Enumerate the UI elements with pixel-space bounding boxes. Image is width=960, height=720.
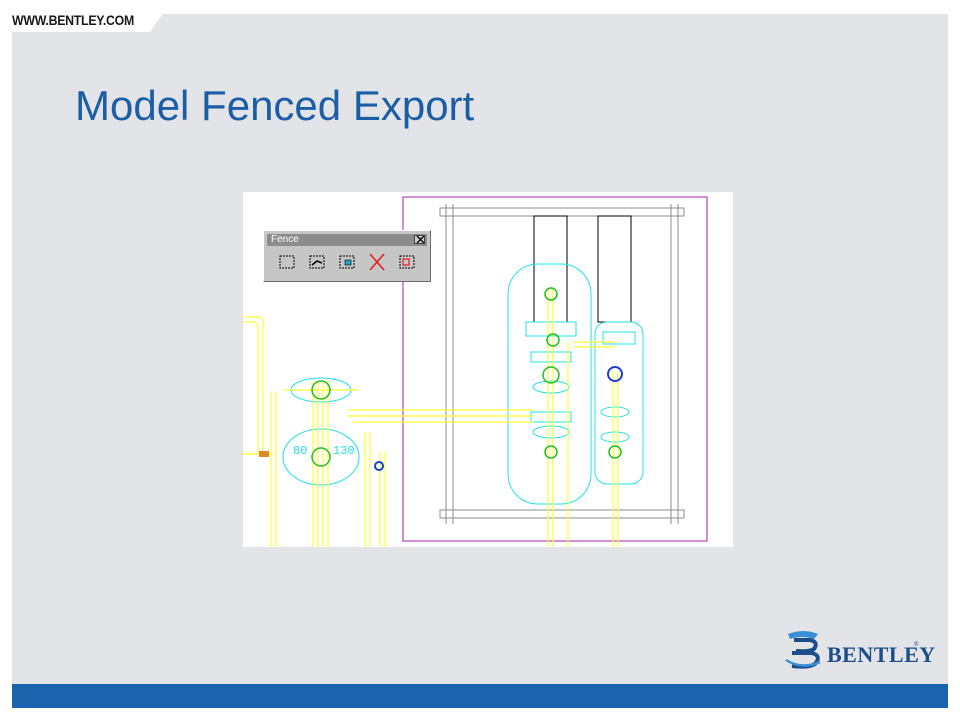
- bentley-logo: BENTLEY ®: [784, 628, 935, 672]
- place-fence-button[interactable]: [276, 251, 298, 273]
- blue-valve-small: [374, 461, 384, 471]
- copy-fence-icon: [399, 255, 415, 269]
- fence-boundary: [402, 196, 708, 542]
- close-icon: [416, 236, 425, 243]
- steel-frame: [439, 204, 685, 524]
- delete-fence-contents-button[interactable]: [366, 251, 388, 273]
- close-button[interactable]: [414, 235, 425, 244]
- cad-drawing: 80 130: [243, 196, 708, 547]
- delete-fence-contents-icon: [369, 253, 385, 271]
- bentley-b-logo-icon: [785, 631, 821, 669]
- cad-label-130: 130: [333, 444, 355, 458]
- registered-mark: ®: [914, 642, 919, 648]
- copy-fence-button[interactable]: [396, 251, 418, 273]
- fence-titlebar[interactable]: Fence: [267, 234, 427, 246]
- orange-flange: [259, 451, 269, 457]
- modify-fence-button[interactable]: [306, 251, 328, 273]
- fence-tools: [274, 251, 424, 275]
- cad-label-80: 80: [293, 444, 307, 458]
- manipulate-fence-contents-button[interactable]: [336, 251, 358, 273]
- manipulate-fence-contents-icon: [339, 255, 355, 269]
- bentley-wordmark: BENTLEY: [827, 642, 936, 667]
- green-fittings: [311, 287, 622, 467]
- fence-toolbox[interactable]: Fence: [263, 230, 431, 282]
- blue-valve: [607, 366, 623, 382]
- yellow-piping: [243, 288, 619, 547]
- site-url: WWW.BENTLEY.COM: [12, 12, 134, 28]
- modify-fence-icon: [309, 255, 325, 269]
- header-tab: [0, 0, 172, 32]
- fence-title: Fence: [271, 234, 299, 245]
- vessels: [282, 263, 644, 505]
- footer-bar: [12, 684, 948, 708]
- place-fence-icon: [279, 255, 295, 269]
- slide-title: Model Fenced Export: [75, 82, 475, 129]
